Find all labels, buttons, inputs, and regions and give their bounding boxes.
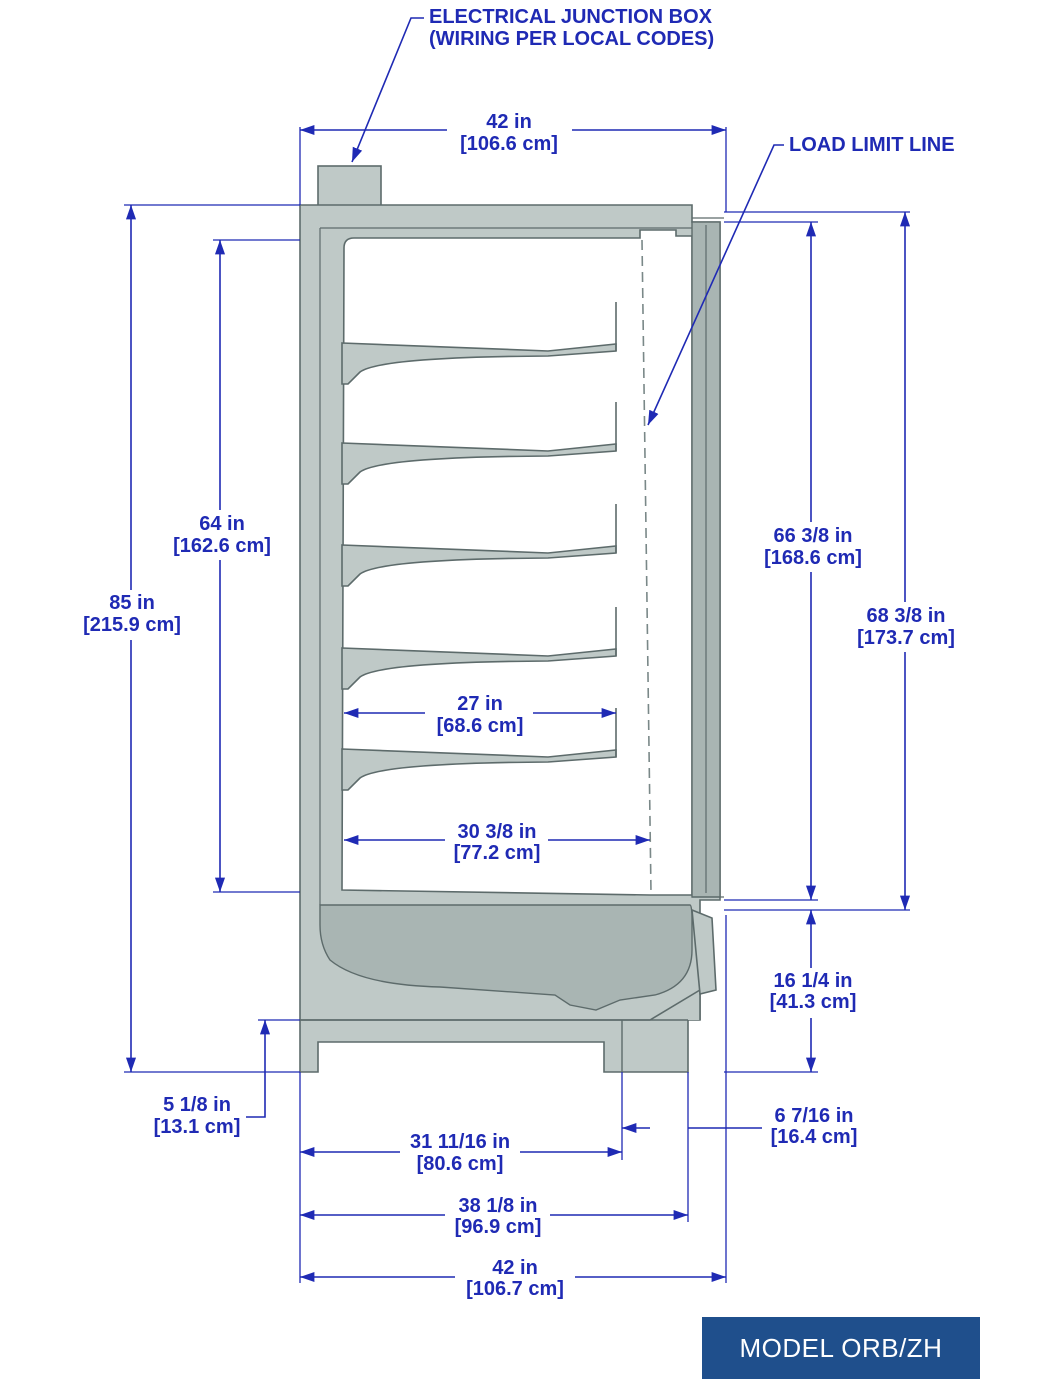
shelf	[341, 647, 617, 690]
front-bumper	[691, 908, 717, 996]
front-height-a-metric: [168.6 cm]	[764, 547, 862, 569]
interior-height-metric: [162.6 cm]	[173, 535, 271, 557]
deck-depth-imperial: 30 3/8 in	[458, 821, 537, 843]
load-limit-label: LOAD LIMIT LINE	[789, 134, 955, 156]
interior-height-imperial: 64 in	[199, 513, 245, 535]
model-badge: MODEL ORB/ZH	[702, 1317, 980, 1379]
leg-height-metric: [13.1 cm]	[154, 1116, 241, 1138]
front-height-b-imperial: 68 3/8 in	[867, 605, 946, 627]
bottom-width-metric: [106.7 cm]	[466, 1278, 564, 1300]
load-limit-line	[641, 239, 652, 894]
shelf-depth-imperial: 27 in	[457, 693, 503, 715]
shelves	[341, 302, 617, 791]
base-height-imperial: 16 1/4 in	[774, 970, 853, 992]
base-overall-imperial: 38 1/8 in	[459, 1195, 538, 1217]
shelf	[341, 544, 617, 587]
front-height-b-metric: [173.7 cm]	[857, 627, 955, 649]
base-height-metric: [41.3 cm]	[770, 991, 857, 1013]
model-badge-label: MODEL ORB/ZH	[739, 1332, 943, 1363]
dimension-labels: ELECTRICAL JUNCTION BOX (WIRING PER LOCA…	[83, 6, 955, 1300]
display-case-profile	[299, 165, 724, 1073]
foot-offset-metric: [16.4 cm]	[771, 1126, 858, 1148]
top-width-metric: [106.6 cm]	[460, 133, 558, 155]
junction-box-label-line2: (WIRING PER LOCAL CODES)	[429, 28, 714, 50]
junction-box	[317, 165, 382, 207]
shelf	[341, 342, 617, 385]
overall-height-imperial: 85 in	[109, 592, 155, 614]
base-depth-metric: [80.6 cm]	[417, 1153, 504, 1175]
base-overall-metric: [96.9 cm]	[455, 1216, 542, 1238]
foot-offset-imperial: 6 7/16 in	[775, 1105, 854, 1127]
dimension-lines	[124, 17, 911, 1283]
deck-depth-metric: [77.2 cm]	[454, 842, 541, 864]
shelf	[341, 748, 617, 791]
shelf-depth-metric: [68.6 cm]	[437, 715, 524, 737]
front-height-a-imperial: 66 3/8 in	[774, 525, 853, 547]
base-depth-imperial: 31 11/16 in	[410, 1131, 510, 1153]
top-width-imperial: 42 in	[486, 111, 532, 133]
junction-box-label-line1: ELECTRICAL JUNCTION BOX	[429, 6, 713, 28]
shelf	[341, 442, 617, 485]
overall-height-metric: [215.9 cm]	[83, 614, 181, 636]
leg-height-imperial: 5 1/8 in	[163, 1094, 231, 1116]
bottom-width-imperial: 42 in	[492, 1257, 538, 1279]
